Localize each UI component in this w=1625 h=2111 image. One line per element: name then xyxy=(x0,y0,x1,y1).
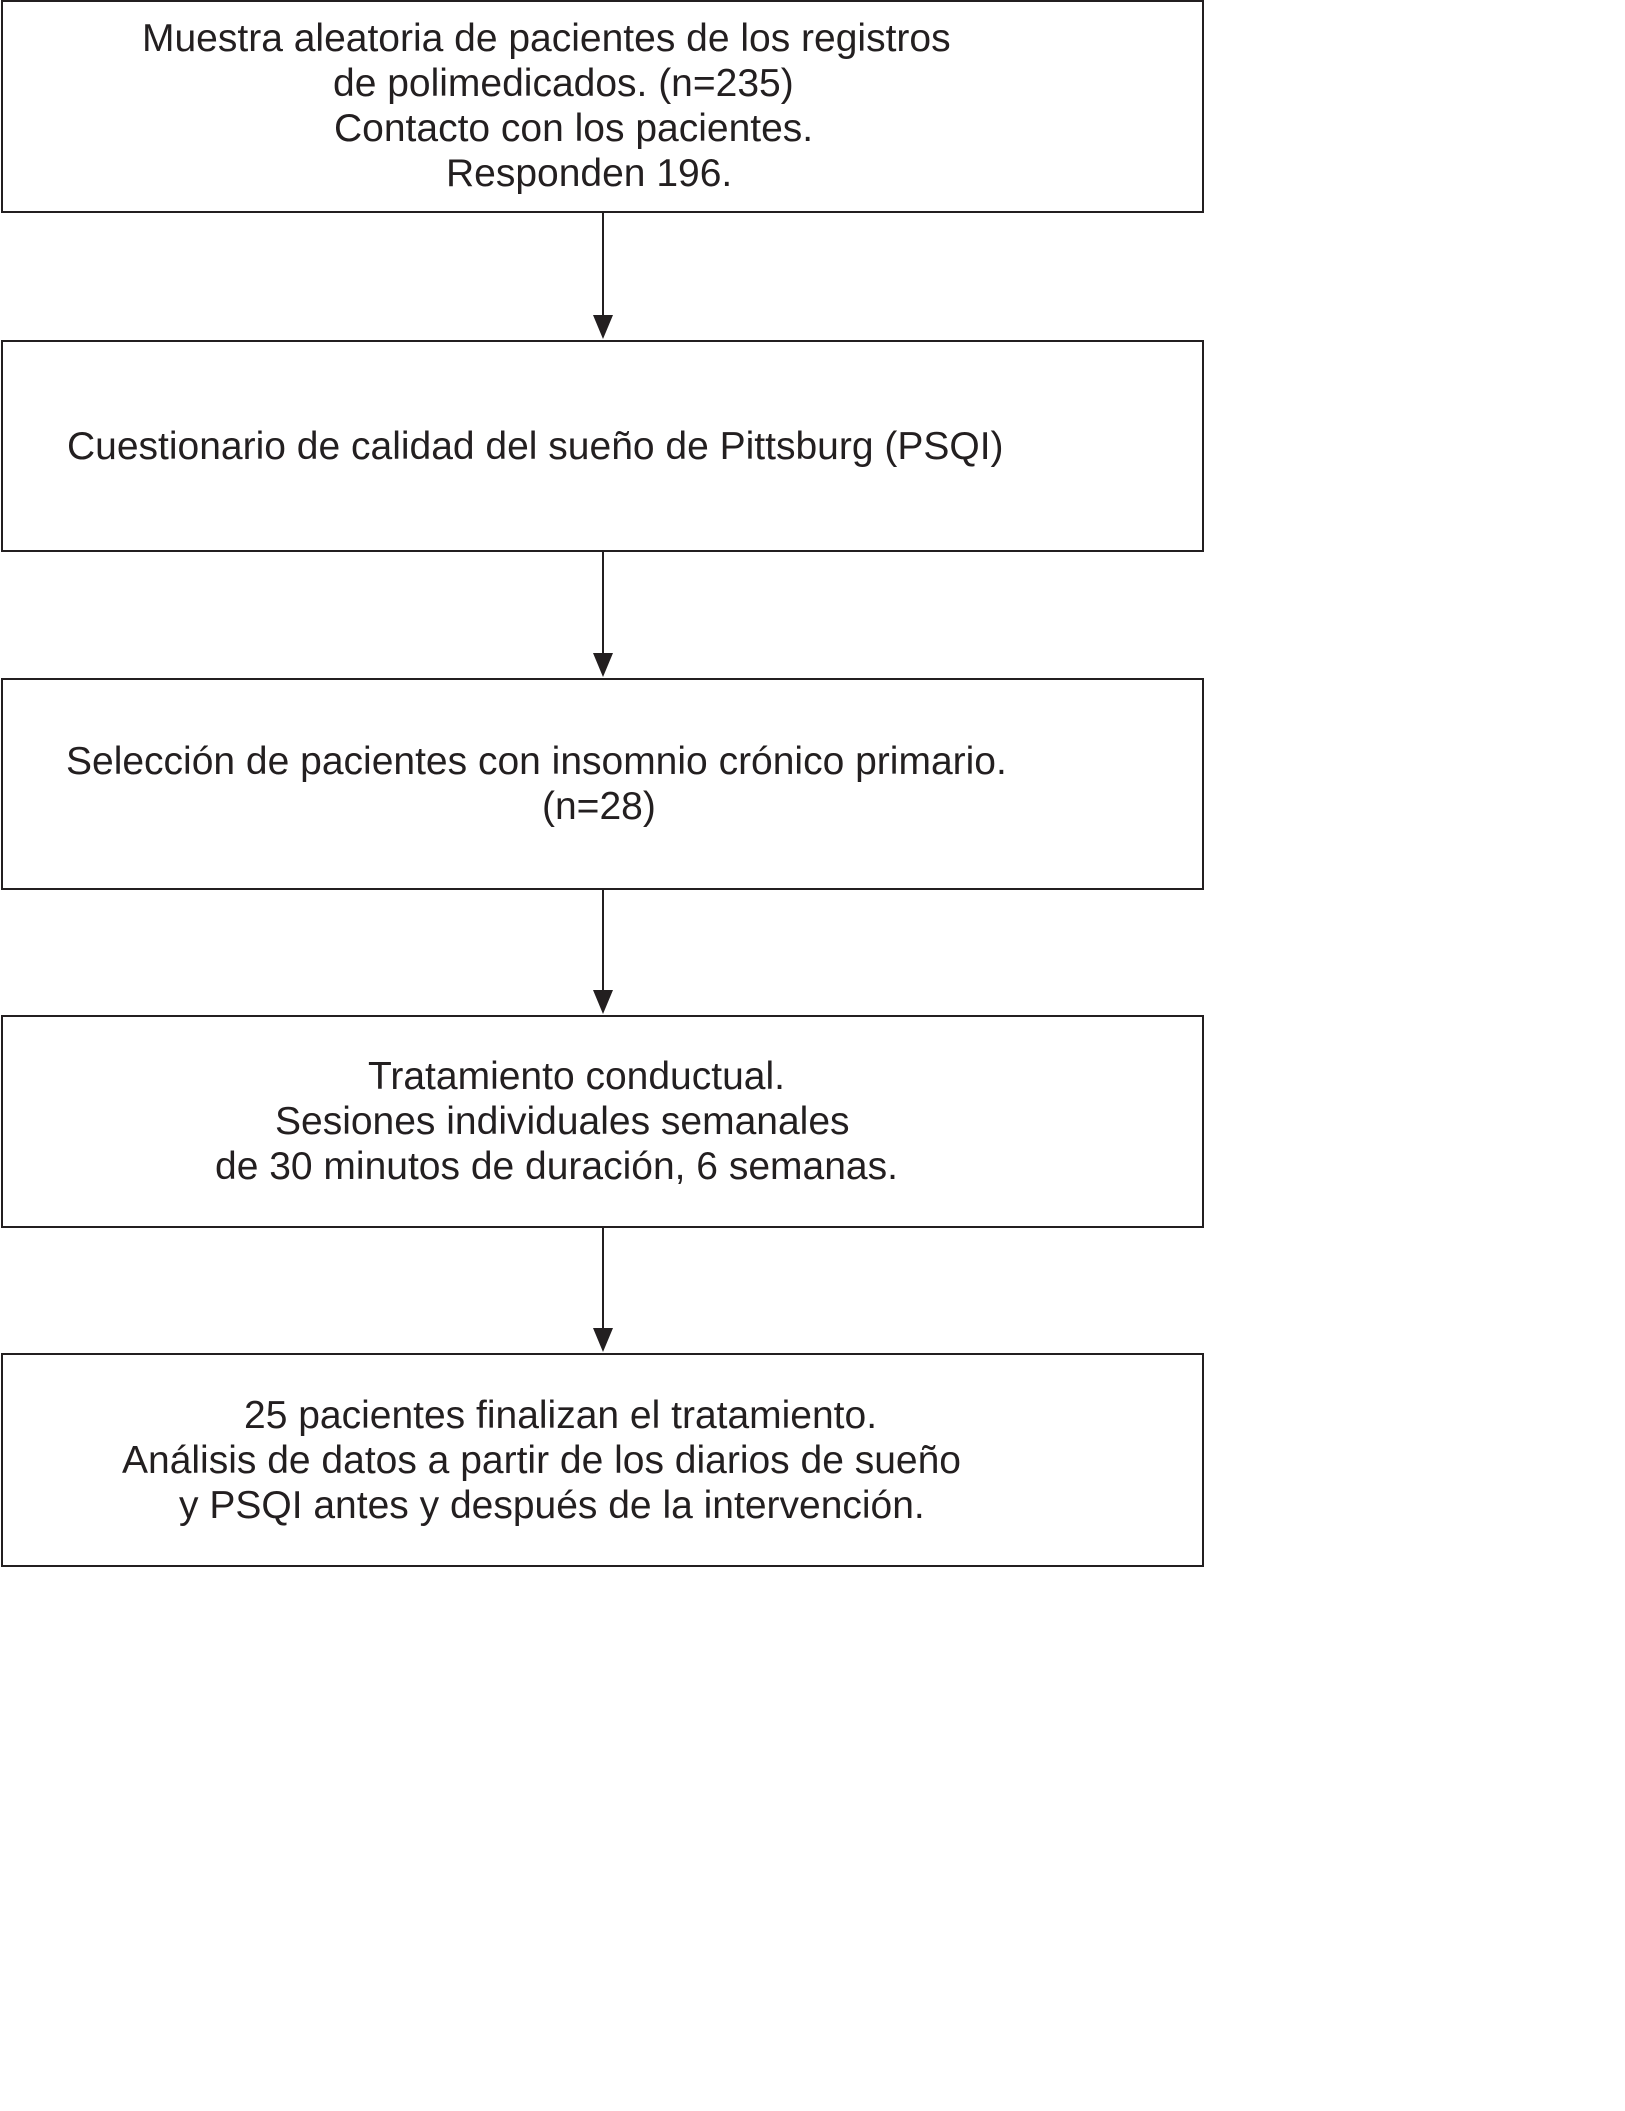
step-box-sample-selection: Muestra aleatoria de pacientes de los re… xyxy=(1,0,1204,213)
arrow-4-to-5 xyxy=(593,1228,613,1352)
arrow-2-to-3 xyxy=(593,552,613,677)
step-1-line-4: Responden 196. xyxy=(446,152,733,195)
step-box-completion-analysis: 25 pacientes finalizan el tratamiento. A… xyxy=(1,1353,1204,1567)
step-1-line-3: Contacto con los pacientes. xyxy=(334,107,814,150)
step-2-line-1: Cuestionario de calidad del sueño de Pit… xyxy=(67,424,1004,468)
step-1-line-1: Muestra aleatoria de pacientes de los re… xyxy=(142,17,951,60)
step-box-patient-selection: Selección de pacientes con insomnio crón… xyxy=(1,678,1204,890)
step-4-line-2: Sesiones individuales semanales xyxy=(275,1100,850,1143)
step-box-psqi-questionnaire: Cuestionario de calidad del sueño de Pit… xyxy=(1,340,1204,552)
step-5-line-1: 25 pacientes finalizan el tratamiento. xyxy=(244,1393,878,1437)
arrow-3-to-4 xyxy=(593,890,613,1014)
step-3-line-1: Selección de pacientes con insomnio crón… xyxy=(66,740,1007,783)
step-box-behavioral-treatment: Tratamiento conductual. Sesiones individ… xyxy=(1,1015,1204,1228)
step-5-line-3: y PSQI antes y después de la intervenció… xyxy=(179,1483,925,1527)
step-4-line-3: de 30 minutos de duración, 6 semanas. xyxy=(215,1145,898,1188)
step-5-line-2: Análisis de datos a partir de los diario… xyxy=(122,1438,961,1482)
step-1-line-2: de polimedicados. (n=235) xyxy=(333,62,794,105)
flowchart: Muestra aleatoria de pacientes de los re… xyxy=(1,0,1204,1567)
step-4-line-1: Tratamiento conductual. xyxy=(368,1055,785,1098)
arrow-1-to-2 xyxy=(593,213,613,339)
step-3-line-2: (n=28) xyxy=(542,785,656,828)
